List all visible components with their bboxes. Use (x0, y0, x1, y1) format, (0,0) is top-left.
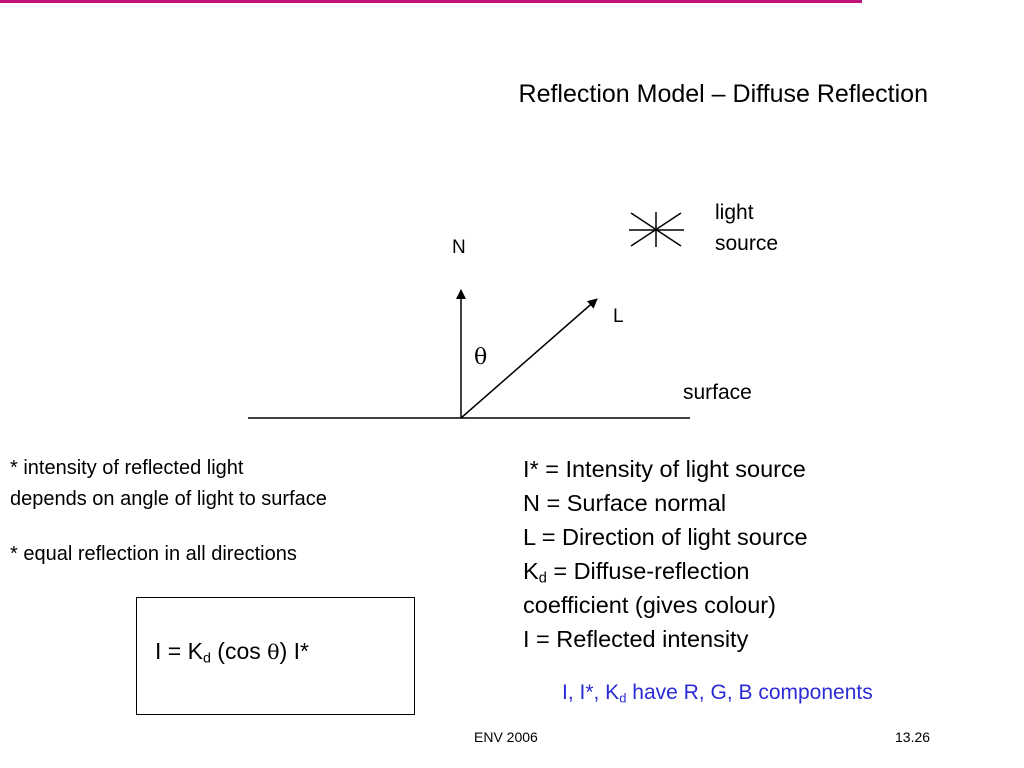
title-underline (0, 0, 862, 3)
definition-kd-continued: coefficient (gives colour) (523, 592, 776, 618)
formula-lhs: I = K (155, 638, 203, 664)
note-equal-reflection: * equal reflection in all directions (10, 543, 297, 565)
formula-rhs: ) I* (279, 638, 309, 664)
formula-box: I = Kd (cos θ) I* (136, 597, 415, 715)
components-prefix: I, I*, K (562, 681, 620, 704)
angle-label: θ (474, 345, 488, 370)
diffuse-formula: I = Kd (cos θ) I* (155, 638, 309, 667)
components-text: have R, G, B components (626, 681, 873, 704)
slide-title: Reflection Model – Diffuse Reflection (518, 80, 928, 108)
definition-light-intensity: I* = Intensity of light source (523, 456, 806, 482)
formula-subscript: d (202, 650, 211, 667)
formula-theta: θ (267, 640, 280, 664)
definition-kd-subscript: d (538, 570, 547, 587)
formula-middle: (cos (210, 638, 268, 664)
normal-label: N (452, 237, 466, 258)
footer-slide-number: 13.26 (895, 729, 931, 745)
definition-normal: N = Surface normal (523, 490, 727, 516)
note-intensity-line2: depends on angle of light to surface (10, 488, 327, 510)
rgb-components-note: I, I*, Kd have R, G, B components (562, 681, 873, 705)
definitions-list: I* = Intensity of light source N = Surfa… (523, 452, 808, 656)
definition-kd: Kd = Diffuse-reflection (523, 554, 808, 588)
light-source-label-line1: light (715, 201, 754, 224)
footer-course: ENV 2006 (474, 729, 538, 745)
surface-label: surface (683, 381, 752, 404)
definition-light-direction: L = Direction of light source (523, 524, 808, 550)
definition-kd-text: = Diffuse-reflection (546, 558, 750, 584)
asterisk-light-icon (629, 212, 684, 247)
definition-kd-symbol: K (523, 558, 539, 584)
components-subscript: d (619, 690, 627, 706)
definition-reflected-intensity: I = Reflected intensity (523, 626, 749, 652)
light-direction-arrow (460, 298, 598, 419)
light-direction-label: L (613, 306, 624, 327)
light-source-label-line2: source (715, 232, 779, 255)
note-intensity-line1: * intensity of reflected light (10, 457, 244, 479)
